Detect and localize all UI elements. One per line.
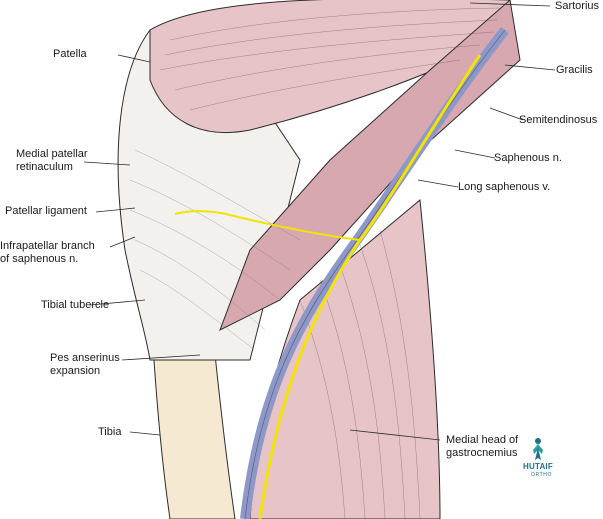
- label-saphenous-n: Saphenous n.: [494, 152, 562, 164]
- label-medial-head-1: Medial head of: [446, 434, 519, 446]
- label-pes-anserinus-2: expansion: [50, 365, 101, 377]
- label-infrapatellar-1: Infrapatellar branch: [0, 240, 95, 252]
- label-gracilis: Gracilis: [556, 64, 593, 76]
- person-figure-icon: [533, 438, 543, 460]
- label-medial-patellar-retinaculum-2: retinaculum: [16, 161, 73, 173]
- label-patellar-ligament: Patellar ligament: [5, 205, 87, 217]
- label-sartorius: Sartorius: [555, 0, 600, 12]
- saphenous-nerve: [258, 54, 482, 519]
- label-patella: Patella: [53, 48, 87, 60]
- tendon-fibers: [129, 149, 301, 351]
- label-tibia: Tibia: [98, 426, 122, 438]
- label-medial-head-2: gastrocnemius: [446, 447, 518, 459]
- infrapatellar-branch: [174, 210, 361, 241]
- label-pes-anserinus-1: Pes anserinus: [50, 352, 120, 364]
- label-long-saphenous-v: Long saphenous v.: [458, 181, 551, 193]
- hamstring-tendons: [219, 0, 521, 332]
- muscle-fibers: [159, 7, 501, 519]
- label-medial-patellar-retinaculum-1: Medial patellar: [16, 148, 88, 160]
- logo-sub: ORTHO: [531, 472, 552, 478]
- label-semitendinosus: Semitendinosus: [519, 114, 598, 126]
- label-infrapatellar-2: of saphenous n.: [0, 253, 79, 265]
- logo-name: HUTAIF: [523, 462, 553, 471]
- label-tibial-tubercle: Tibial tubercle: [41, 299, 110, 311]
- leader-lines: [83, 2, 556, 441]
